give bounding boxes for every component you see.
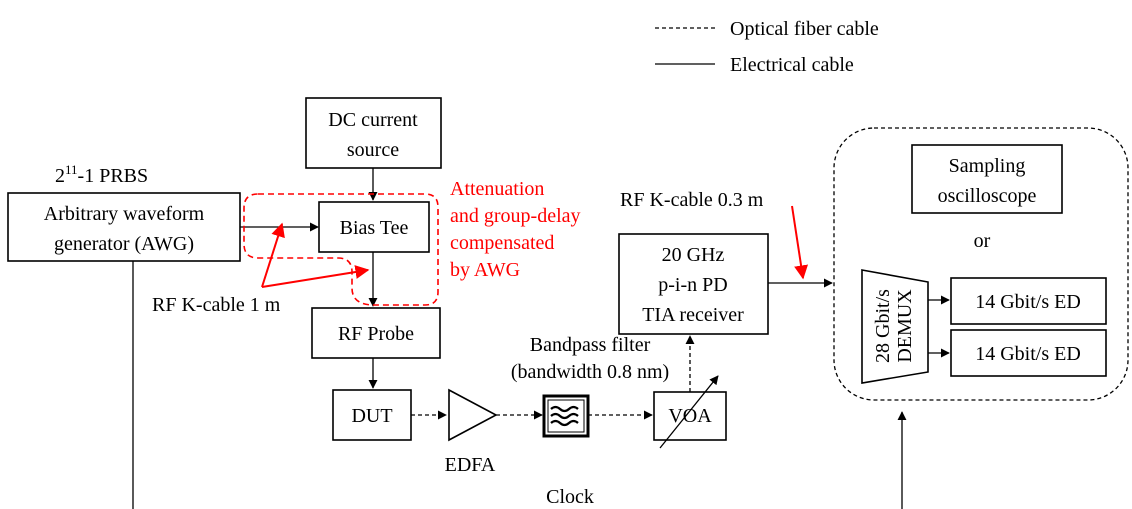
- measurement-enclosure: [833, 127, 1129, 401]
- demux-line1: 28 Gbit/s: [872, 289, 894, 363]
- legend-optical-label: Optical fiber cable: [730, 18, 879, 40]
- ed2-label: 14 Gbit/s ED: [975, 343, 1081, 365]
- bandpass-line2: (bandwidth 0.8 nm): [511, 361, 669, 383]
- receiver-line2: p-i-n PD: [658, 274, 727, 296]
- cable-03m-arrow: [791, 205, 809, 280]
- legend: Optical fiber cable Electrical cable: [655, 18, 879, 76]
- cable-1m-arrow-a: [261, 222, 285, 288]
- legend-electrical-label: Electrical cable: [730, 54, 854, 76]
- filter-inner: [547, 399, 585, 433]
- compensation-annotation: Attenuation and group-delay compensated …: [450, 178, 581, 281]
- demux-line2: DEMUX: [894, 289, 916, 363]
- bandpass-line1: Bandpass filter: [530, 334, 651, 356]
- ed2-block: 14 Gbit/s ED: [950, 329, 1107, 377]
- ed1-label: 14 Gbit/s ED: [975, 291, 1081, 313]
- awg-line2: generator (AWG): [54, 233, 194, 255]
- clock-label: Clock: [546, 486, 594, 508]
- sampling-line1: Sampling: [949, 155, 1026, 177]
- compensation-line1: Attenuation: [450, 178, 544, 200]
- voa-variable-arrow-icon: [659, 375, 719, 449]
- receiver-block: 20 GHz p-i-n PD TIA receiver: [618, 233, 769, 335]
- demux-shape: [861, 269, 929, 384]
- compensation-line3: compensated: [450, 232, 554, 254]
- or-label: or: [974, 230, 991, 252]
- edfa-amplifier: EDFA: [445, 388, 498, 476]
- ed1-block: 14 Gbit/s ED: [950, 277, 1107, 325]
- receiver-line1: 20 GHz: [662, 244, 725, 266]
- dut-label: DUT: [351, 405, 392, 427]
- rf-probe-label: RF Probe: [338, 323, 414, 345]
- cable-1m-label: RF K-cable 1 m: [152, 294, 281, 316]
- cable-03m-label: RF K-cable 0.3 m: [620, 189, 764, 211]
- rf-probe-block: RF Probe: [311, 307, 441, 359]
- dc-source-line1: DC current: [328, 109, 418, 131]
- sampling-oscilloscope-block: Sampling oscilloscope: [911, 144, 1063, 214]
- dut-block: DUT: [332, 389, 412, 441]
- voa-label: VOA: [668, 405, 712, 427]
- filter-wave-icon: [550, 405, 579, 427]
- demux-block: 28 Gbit/s DEMUX: [861, 269, 929, 384]
- voa-block: VOA: [653, 375, 727, 449]
- edfa-label: EDFA: [445, 454, 496, 476]
- compensation-line4: by AWG: [450, 259, 520, 281]
- compensation-line2: and group-delay: [450, 205, 581, 227]
- bias-tee-label: Bias Tee: [340, 217, 409, 239]
- dc-source-line2: source: [347, 139, 399, 161]
- prbs-label: 211-1 PRBS: [55, 162, 148, 187]
- awg-line1: Arbitrary waveform: [44, 203, 205, 225]
- bias-tee-block: Bias Tee: [318, 201, 430, 253]
- edfa-triangle-icon: [448, 388, 498, 442]
- receiver-line3: TIA receiver: [642, 304, 744, 326]
- dc-current-source-block: DC current source: [305, 97, 442, 169]
- awg-block: Arbitrary waveform generator (AWG): [7, 192, 241, 262]
- sampling-line2: oscilloscope: [938, 185, 1037, 207]
- bandpass-filter: Bandpass filter (bandwidth 0.8 nm): [511, 334, 669, 438]
- cable-1m-arrow-b: [261, 265, 370, 288]
